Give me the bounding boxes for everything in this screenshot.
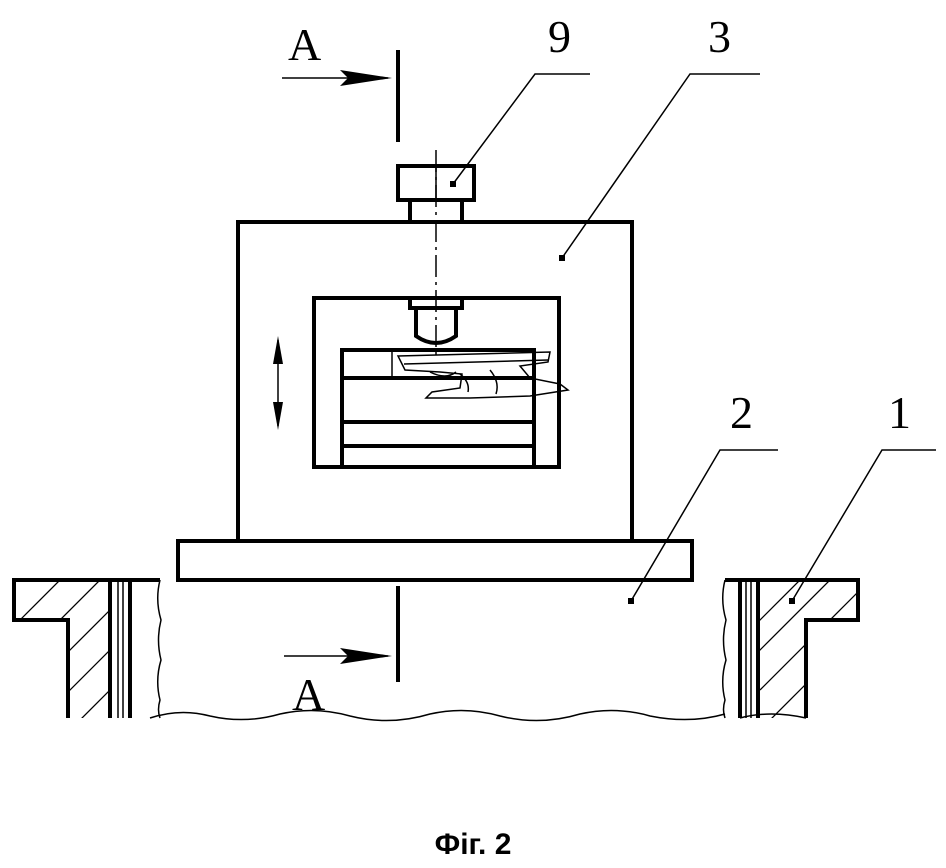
- hatching-left: [14, 580, 110, 718]
- part-label-3: 3: [708, 11, 731, 62]
- section-marker-top: [282, 50, 400, 142]
- section-label-top: A: [288, 19, 321, 70]
- frame: [236, 220, 634, 543]
- base-flange-right: [725, 578, 860, 718]
- part-label-9: 9: [548, 11, 571, 62]
- blade-specimen: [396, 351, 570, 399]
- plate: [176, 539, 694, 582]
- break-lines: [149, 579, 807, 722]
- figure-caption: Фіг. 2: [434, 828, 512, 861]
- section-label-bottom: A: [292, 669, 325, 720]
- screw: [396, 150, 476, 360]
- leader-lines: [450, 73, 936, 604]
- part-label-2: 2: [730, 387, 753, 438]
- base-flange-left: [12, 578, 160, 718]
- movement-arrow: [273, 336, 283, 430]
- specimen-holder: [340, 348, 536, 467]
- part-label-1: 1: [888, 387, 911, 438]
- hatching-right: [758, 580, 858, 718]
- section-marker-bottom: [284, 586, 400, 682]
